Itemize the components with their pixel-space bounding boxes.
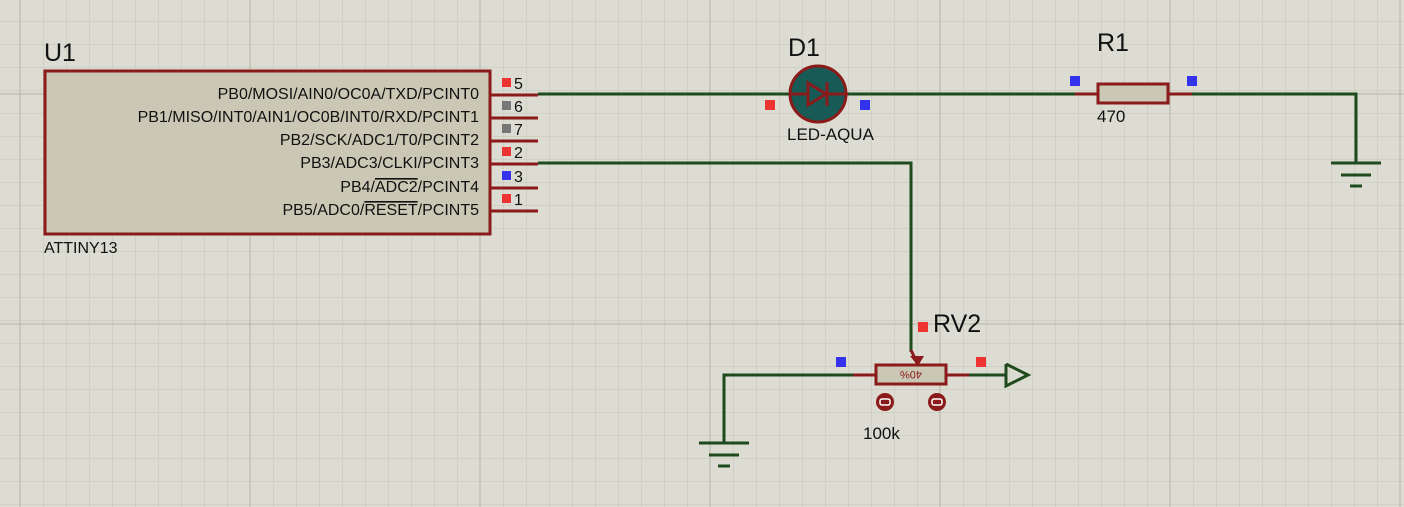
ground-icon (699, 441, 749, 468)
u1-pin-marker (502, 124, 511, 133)
rv2-body-outline (874, 363, 948, 386)
rv2-pin-marker-left (836, 357, 846, 367)
u1-pin-number: 5 (514, 76, 523, 93)
u1-part-label: ATTINY13 (44, 240, 118, 257)
r1-ref-label: R1 (1097, 29, 1129, 57)
rv2-value-label: 100k (863, 424, 900, 443)
wire-r1-to-ground (1168, 92, 1358, 163)
rv2-ref-label: RV2 (933, 310, 981, 338)
u1-pin-number: 7 (514, 122, 523, 139)
r1-body (1098, 84, 1168, 103)
u1-pin-number: 3 (514, 169, 523, 186)
u1-pins: 5PB0/MOSI/AIN0/OC0A/TXD/PCINT06PB1/MISO/… (138, 76, 538, 219)
u1-pin-number: 6 (514, 99, 523, 116)
wire-rv2-to-ground (722, 373, 876, 443)
power-terminal-icon (1004, 362, 1032, 389)
d1-pin-marker-cathode (860, 100, 870, 110)
u1-ref-label: U1 (44, 39, 76, 67)
r1-pin-marker-right (1187, 76, 1197, 86)
d1-pin-marker-anode (765, 100, 775, 110)
rv2-body (876, 365, 946, 384)
u1-pin-marker (502, 101, 511, 110)
wire-pb3-to-rv2-wiper (538, 161, 913, 352)
u1-pin-name: PB1/MISO/INT0/AIN1/OC0B/INT0/RXD/PCINT1 (138, 109, 480, 126)
rv2-potentiometer[interactable]: 40% RV2 100k (836, 310, 986, 443)
u1-body-outline (43, 69, 492, 236)
u1-pin-name: PB4/ADC2/PCINT4 (340, 179, 479, 196)
u1-pin-marker (502, 171, 511, 180)
rv2-wiper-position: 40% (900, 368, 922, 380)
u1-pin-marker (502, 147, 511, 156)
u1-pin-marker (502, 194, 511, 203)
ground-icon (1331, 161, 1381, 188)
u1-pin-number: 2 (514, 145, 523, 162)
r1-value-label: 470 (1097, 107, 1125, 126)
d1-led[interactable]: D1 LED-AQUA (765, 34, 875, 144)
r1-resistor[interactable]: R1 470 (1070, 29, 1197, 126)
rv2-pin-marker-wiper (918, 322, 928, 332)
d1-value-label: LED-AQUA (787, 125, 875, 144)
u1-pin-marker (502, 78, 511, 87)
r1-body-outline (1096, 82, 1170, 105)
u1-body (45, 71, 490, 234)
u1-pin-name: PB3/ADC3/CLKI/PCINT3 (300, 155, 479, 172)
rv2-decrease-button[interactable] (876, 393, 894, 411)
wires (538, 92, 1358, 443)
u1-pin-number: 1 (514, 192, 523, 209)
rv2-wiper-arrow-icon (910, 356, 924, 366)
u1-pin-name: PB2/SCK/ADC1/T0/PCINT2 (280, 132, 479, 149)
u1-attiny13[interactable]: U1 ATTINY13 5PB0/MOSI/AIN0/OC0A/TXD/PCIN… (43, 39, 538, 257)
u1-pin-name: PB0/MOSI/AIN0/OC0A/TXD/PCINT0 (218, 86, 480, 103)
r1-pin-marker-left (1070, 76, 1080, 86)
rv2-pin-marker-right (976, 357, 986, 367)
d1-ref-label: D1 (788, 34, 820, 62)
rv2-increase-button[interactable] (928, 393, 946, 411)
u1-pin-name: PB5/ADC0/RESET/PCINT5 (283, 202, 480, 219)
